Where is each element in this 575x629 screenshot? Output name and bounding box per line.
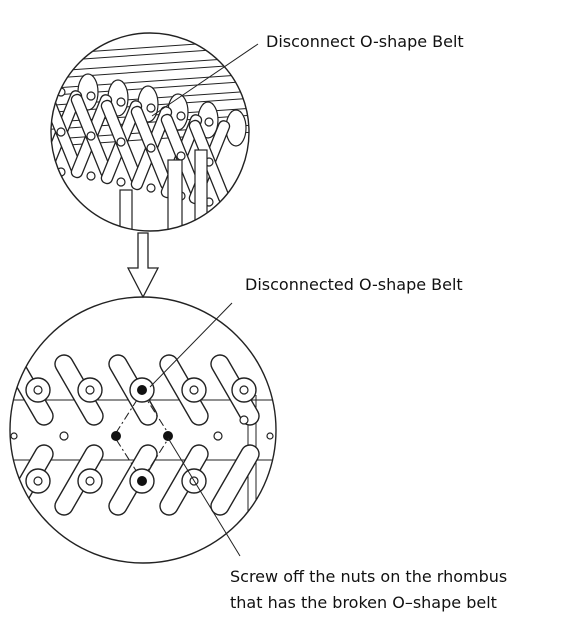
leader-line-bottom bbox=[167, 437, 241, 557]
label-screw-off-nuts-line1: Screw off the nuts on the rhombus bbox=[230, 567, 508, 586]
pivot-holes bbox=[10, 385, 274, 486]
label-disconnected-o-shape-belt: Disconnected O-shape Belt bbox=[245, 275, 463, 294]
label-disconnect-o-shape-belt: Disconnect O-shape Belt bbox=[266, 32, 464, 51]
label-screw-off-nuts-line2: that has the broken O–shape belt bbox=[230, 593, 497, 612]
support-legs bbox=[119, 149, 208, 231]
label-screw-off-nuts: Screw off the nuts on the rhombus that h… bbox=[230, 566, 507, 614]
leader-line-middle bbox=[149, 302, 233, 388]
leader-line-top bbox=[151, 43, 259, 117]
rhombus-nuts bbox=[111, 385, 173, 486]
bottom-detail-circle bbox=[9, 296, 277, 564]
top-detail-circle bbox=[50, 32, 259, 232]
down-arrow bbox=[126, 232, 160, 299]
